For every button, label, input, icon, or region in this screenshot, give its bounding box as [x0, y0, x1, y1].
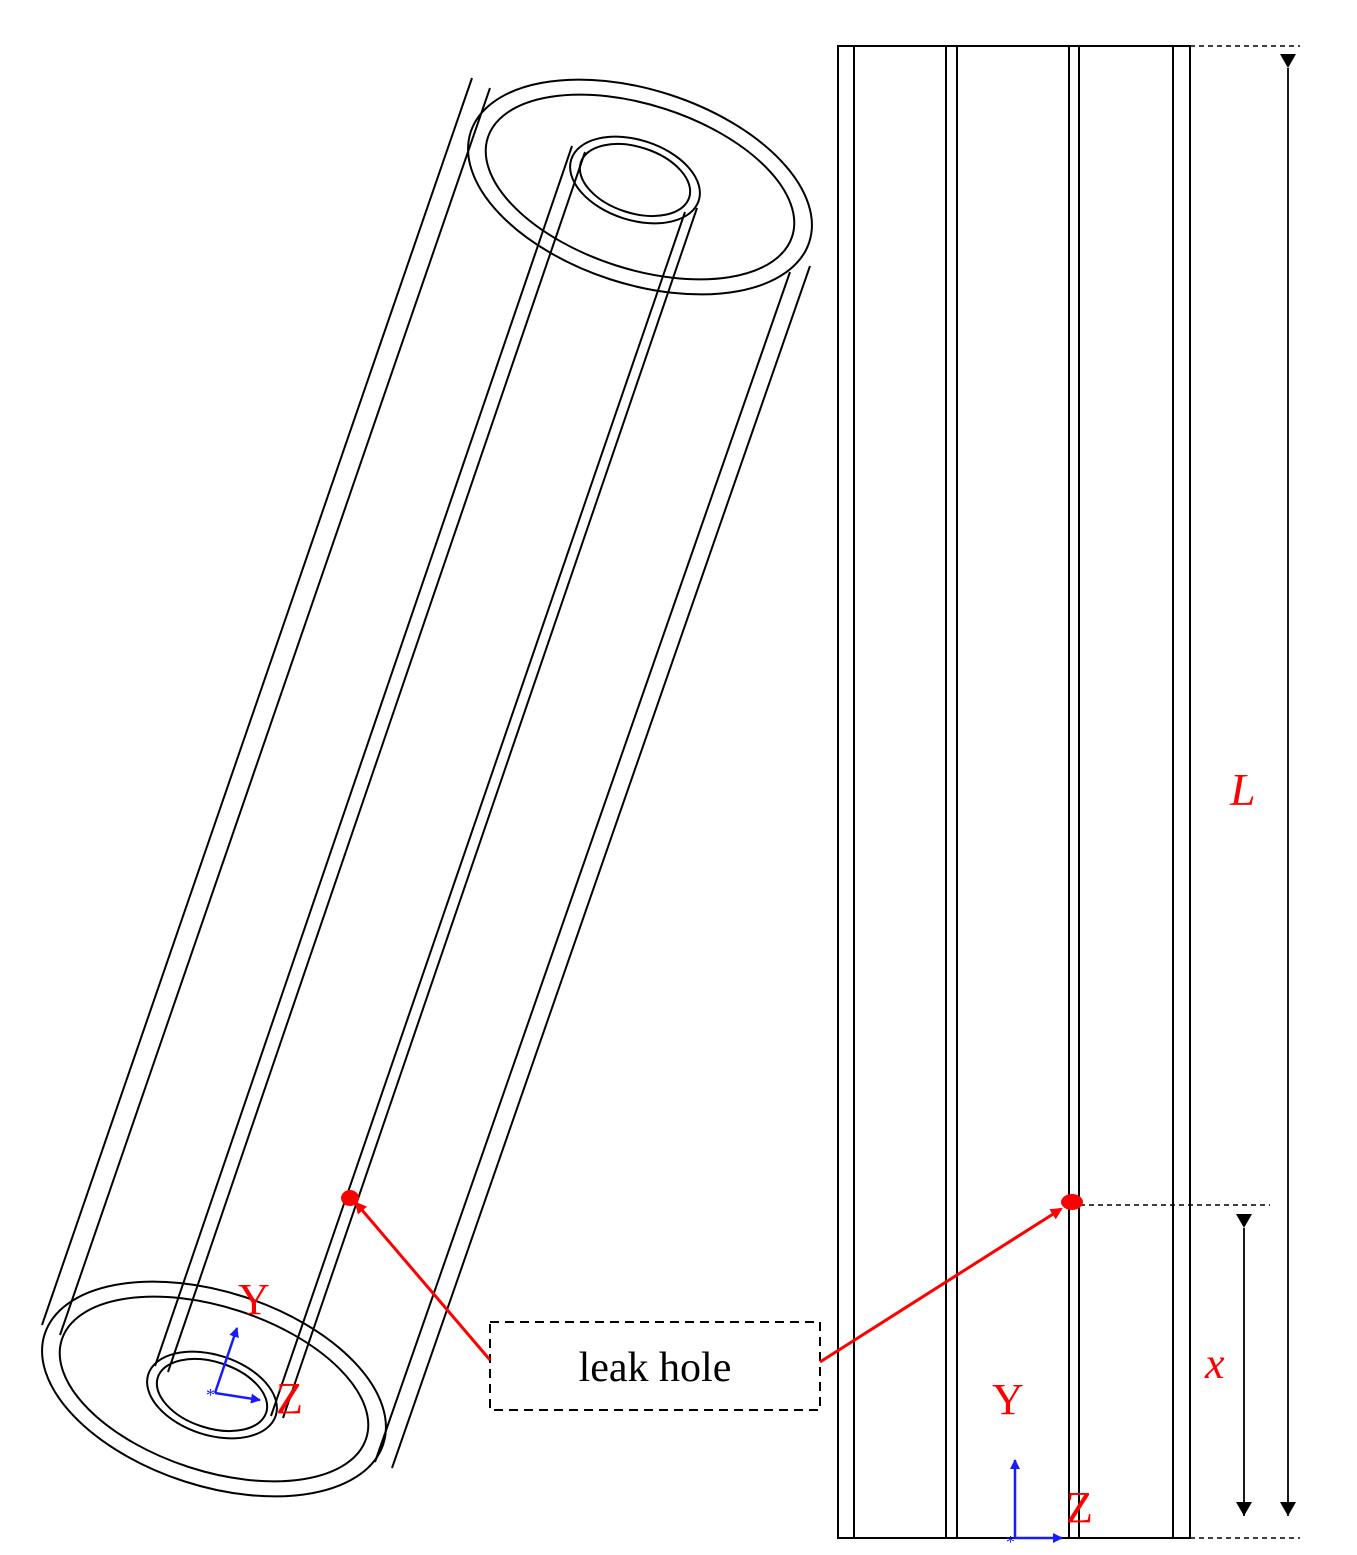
- iso-origin-marker: *: [206, 1385, 215, 1405]
- side-z-label: Z: [1066, 1483, 1093, 1532]
- bottom-inner-pipe-outer-ellipse: [146, 1350, 278, 1440]
- inner-pipe-right-edge-2: [270, 211, 686, 1417]
- iso-y-label: Y: [238, 1275, 270, 1324]
- iso-y-axis-arrow: [213, 1327, 239, 1394]
- top-outer-inner-ellipse: [484, 93, 796, 281]
- bottom-outer-inner-ellipse: [58, 1295, 370, 1483]
- outer-pipe-left-edge: [41, 77, 473, 1326]
- top-inner-pipe-outer-ellipse: [569, 135, 701, 225]
- leak-hole-callout: leak hole: [354, 1201, 1063, 1411]
- callout-box: [489, 1321, 821, 1411]
- side-axis-triad: * Y Z: [992, 1375, 1093, 1552]
- bottom-outer-ellipse: [41, 1280, 387, 1498]
- inner-pipe-left-edge-2: [167, 151, 586, 1373]
- position-label: x: [1204, 1339, 1225, 1388]
- side-outer-rect: [837, 45, 1191, 1539]
- callout-arrow-to-side: [819, 1207, 1063, 1364]
- iso-z-axis-arrow: [214, 1391, 261, 1404]
- length-label: L: [1229, 764, 1256, 815]
- bottom-inner-pipe-inner-ellipse: [155, 1358, 269, 1432]
- callout-text: leak hole: [579, 1345, 732, 1391]
- side-leak-hole-dot: [1061, 1194, 1083, 1210]
- inner-pipe-left-edge: [154, 145, 573, 1367]
- isometric-pipe-view: [41, 77, 813, 1498]
- iso-leak-hole-dot: [341, 1190, 359, 1206]
- dimension-arrows: [1236, 54, 1296, 1516]
- top-inner-pipe-inner-ellipse: [578, 143, 692, 217]
- iso-axis-triad: * Y Z: [206, 1275, 303, 1423]
- dimension-extension-lines: [1080, 45, 1300, 1539]
- side-origin-marker: *: [1006, 1532, 1015, 1552]
- outer-pipe-right-edge: [391, 265, 811, 1469]
- callout-arrow-to-iso: [354, 1201, 492, 1361]
- outer-pipe-right-edge-2: [374, 271, 791, 1463]
- iso-z-label: Z: [276, 1374, 303, 1423]
- side-pipe-view: [837, 45, 1191, 1539]
- side-y-label: Y: [992, 1375, 1024, 1424]
- outer-pipe-left-edge-2: [59, 87, 491, 1336]
- inner-pipe-right-edge: [282, 207, 698, 1419]
- top-outer-ellipse: [467, 78, 813, 296]
